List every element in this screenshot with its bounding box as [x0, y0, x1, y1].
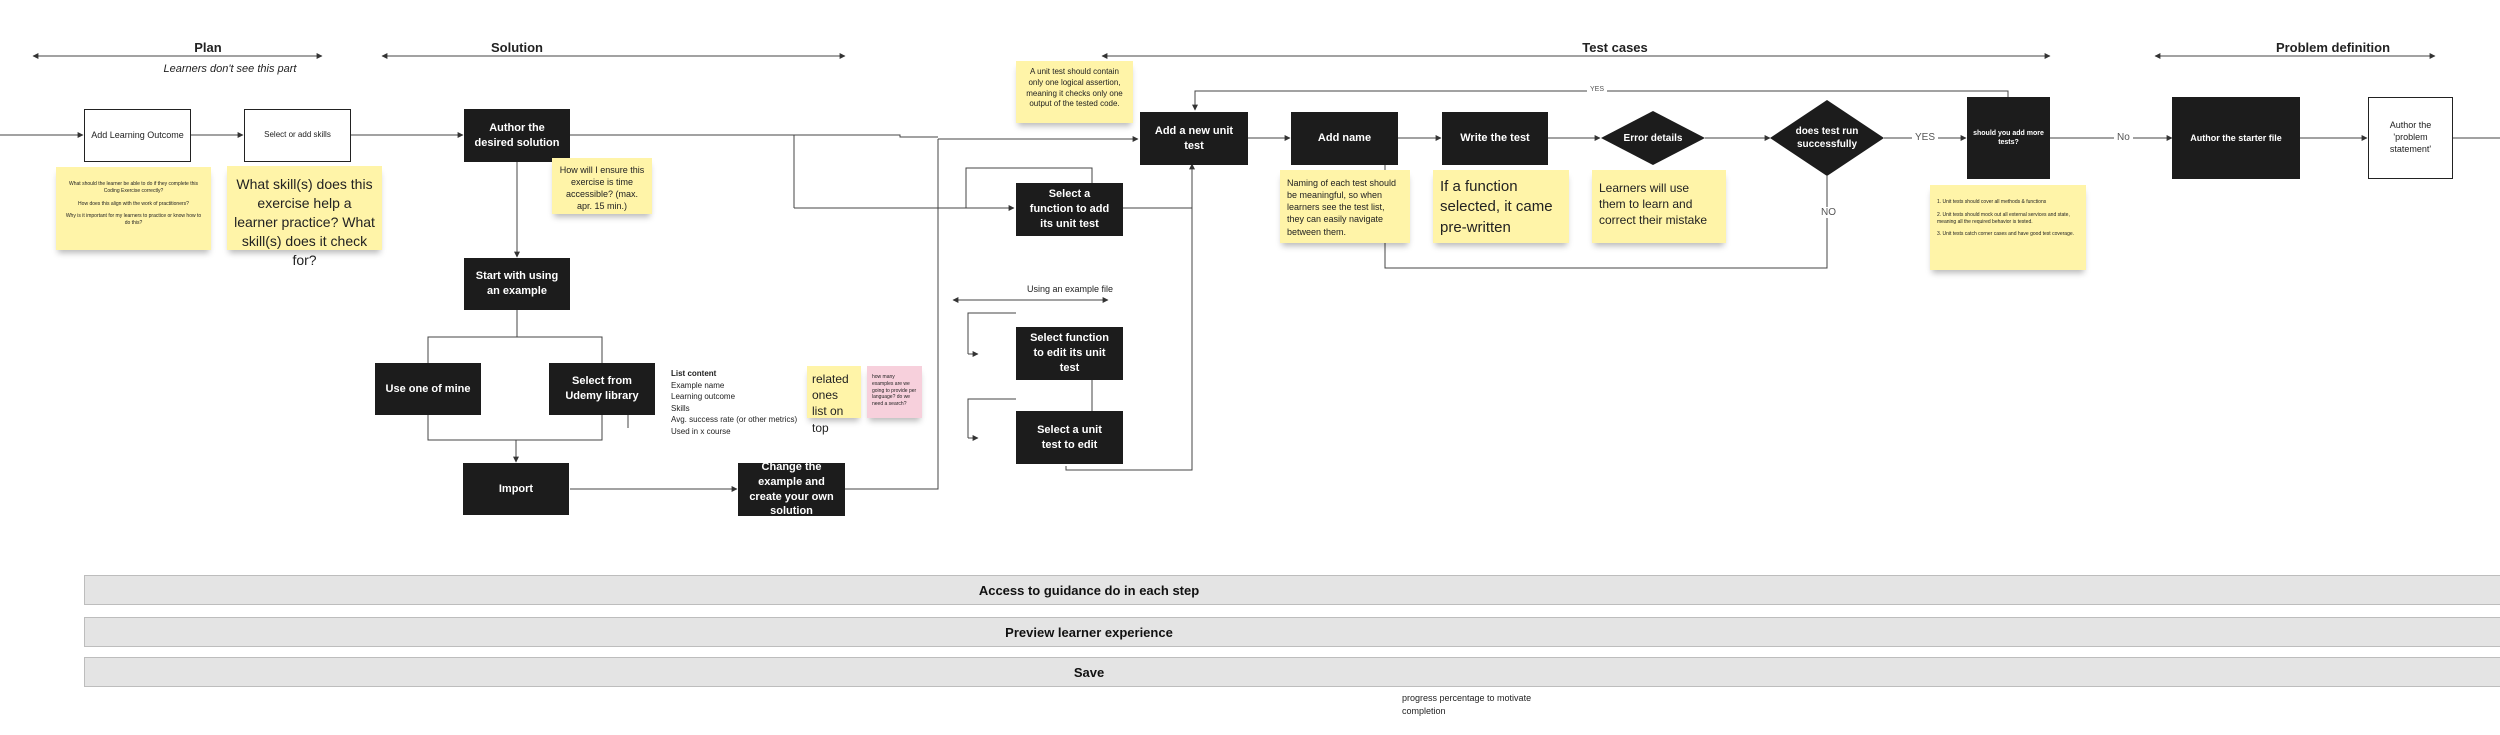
edge-start-branches [427, 310, 518, 363]
skills-question-sticky: What skill(s) does this exercise help a … [227, 166, 382, 268]
should-add-more-node[interactable]: should you add more tests? [1967, 97, 2050, 179]
preview-bar[interactable]: Preview learner experience [84, 617, 2500, 647]
list-content-block: List content Example name Learning outco… [671, 368, 811, 438]
author-starter-file-node[interactable]: Author the starter file [2172, 97, 2300, 179]
error-details-diamond [1601, 111, 1705, 165]
select-function-add-test-node[interactable]: Select a function to add its unit test [1016, 183, 1123, 236]
select-function-edit-test-node[interactable]: Select function to edit its unit test [1016, 327, 1123, 380]
learners-use-sticky: Learners will use them to learn and corr… [1592, 170, 1726, 243]
use-one-of-mine-node[interactable]: Use one of mine [375, 363, 481, 415]
no-more-tests-label: No [2114, 132, 2133, 143]
error-details-label[interactable]: Error details [1623, 132, 1683, 144]
unit-test-assertion-sticky: A unit test should contain only one logi… [1016, 61, 1133, 123]
plan-note: Learners don't see this part [163, 63, 297, 75]
edge-udemy-import [516, 415, 603, 441]
unit-rule: 3. Unit tests catch corner cases and hav… [1937, 231, 2075, 238]
list-content-item: Learning outcome [671, 392, 736, 402]
section-title-test-cases: Test cases [1582, 40, 1648, 55]
plan-question: How does this align with the work of pra… [78, 200, 189, 207]
write-test-node[interactable]: Write the test [1442, 112, 1548, 165]
unit-rule: 2. Unit tests should mock out all extern… [1937, 211, 2070, 225]
related-sticky: related ones list on top [807, 366, 861, 435]
edge-change-up [845, 139, 939, 490]
list-content-item: Skills [671, 403, 690, 413]
add-new-unit-test-node[interactable]: Add a new unit test [1140, 112, 1248, 165]
footer-note-line: progress percentage to motivate [1402, 693, 1532, 703]
using-example-file-label: Using an example file [1026, 284, 1114, 294]
unit-rule: 1. Unit tests should cover all methods &… [1937, 199, 2047, 205]
guidance-bar[interactable]: Access to guidance do in each step [84, 575, 2500, 605]
does-test-run-diamond [1770, 100, 1884, 176]
loop-unit-edit [967, 398, 1016, 438]
plan-questions-sticky: What should the learner be able to do if… [56, 167, 211, 250]
add-name-node[interactable]: Add name [1291, 112, 1398, 165]
accessible-sticky: How will I ensure this exercise is time … [552, 158, 652, 214]
start-with-example-node[interactable]: Start with using an example [464, 258, 570, 310]
save-bar[interactable]: Save [84, 657, 2500, 687]
loop-edit [967, 312, 1016, 354]
yes-loop-label: YES [1587, 86, 1608, 93]
import-node[interactable]: Import [463, 463, 569, 515]
list-content-title: List content [671, 369, 717, 378]
change-example-node[interactable]: Change the example and create your own s… [738, 461, 845, 517]
plan-question: Why is it important for my learners to p… [65, 213, 202, 226]
list-content-item: Example name [671, 380, 725, 390]
author-problem-statement-node[interactable]: Author the 'problem statement' [2368, 97, 2453, 179]
list-content-item: Avg. success rate (or other metrics) [671, 415, 798, 425]
naming-sticky: Naming of each test should be meaningful… [1280, 170, 1410, 243]
add-learning-outcome-node[interactable]: Add Learning Outcome [84, 109, 191, 162]
yes-label: YES [1912, 132, 1939, 143]
select-add-skills-node[interactable]: Select or add skills [244, 109, 351, 162]
section-title-solution: Solution [491, 40, 543, 55]
no-label: NO [1818, 207, 1839, 218]
edge-bottom-up [1065, 163, 1195, 471]
select-from-udemy-node[interactable]: Select from Udemy library [549, 363, 655, 415]
list-content-item: Used in x course [671, 426, 731, 436]
edge-mine-import [427, 415, 519, 463]
examples-question-sticky: how many examples are we going to provid… [867, 366, 922, 418]
edge-yes-loop [1192, 90, 2009, 111]
loop-select-add [965, 167, 1093, 208]
footer-note-line: completion [1402, 705, 1446, 716]
section-title-plan: Plan [194, 40, 222, 55]
unit-test-rules-sticky: 1. Unit tests should cover all methods &… [1930, 185, 2086, 270]
prewritten-sticky: If a function selected, it came pre-writ… [1433, 170, 1569, 243]
author-solution-node[interactable]: Author the desired solution [464, 109, 570, 162]
edge-author-long [570, 134, 938, 138]
does-test-run-label[interactable]: does test run successfully [1795, 126, 1859, 150]
section-title-problem-definition: Problem definition [2275, 40, 2391, 55]
plan-question: What should the learner be able to do if… [69, 181, 198, 194]
footer-note: progress percentage to motivate completi… [1402, 692, 1531, 717]
select-unit-test-edit-node[interactable]: Select a unit test to edit [1016, 411, 1123, 464]
